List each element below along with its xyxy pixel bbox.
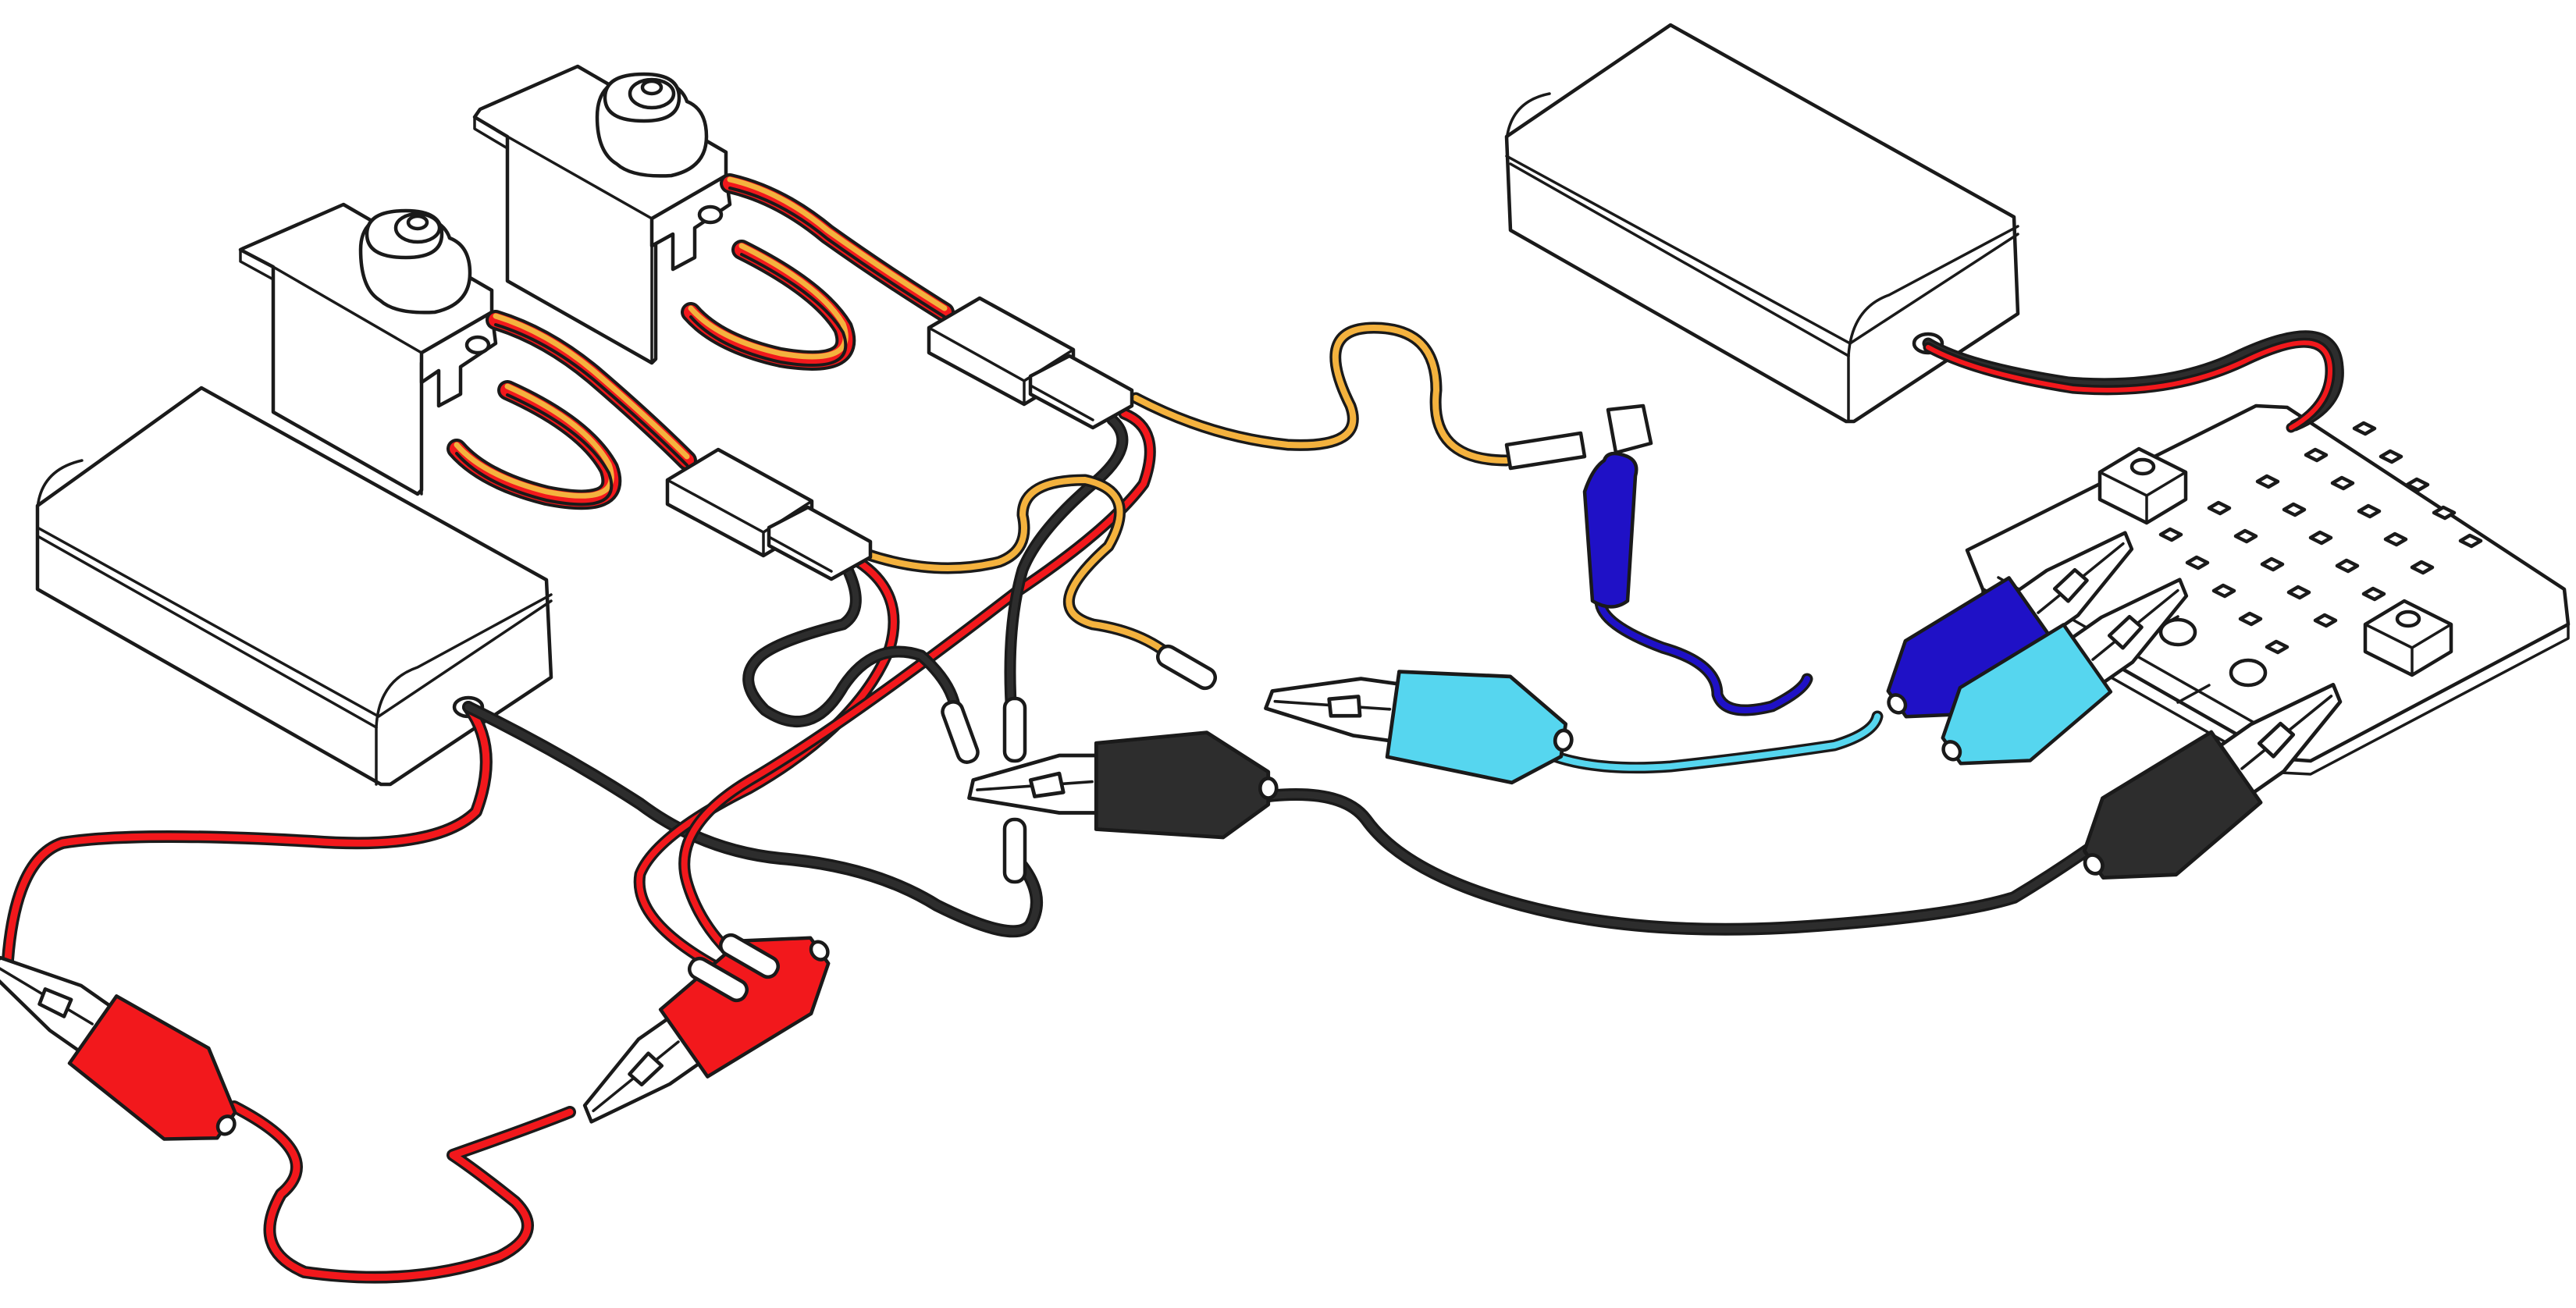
sleeve-1 [1155,643,1219,692]
red-clip-link-wire [234,1107,570,1278]
servo-back-signal-wire [1136,328,1507,460]
clip-red-right [556,903,853,1153]
black-long-wire [1268,794,2092,929]
sleeve-2 [940,699,980,765]
blue-wire [1600,601,1807,710]
battery-pack-right [1507,25,2018,421]
servo-front-ribbon-loop [457,386,611,504]
sleeve-3 [1005,698,1025,761]
cyan-wire [1538,716,1877,768]
clip-red-left [0,919,263,1168]
clip-cyan-center [1260,643,1579,790]
sleeve-4 [1005,819,1025,882]
pin-connector-blue [1507,406,1651,607]
servo-back-ribbon-loop [691,246,845,365]
servo-front-black-wire [749,568,956,722]
servo-back-ribbon [730,179,945,317]
servo-connector-front [667,450,870,579]
servo-connector-back [929,298,1132,428]
